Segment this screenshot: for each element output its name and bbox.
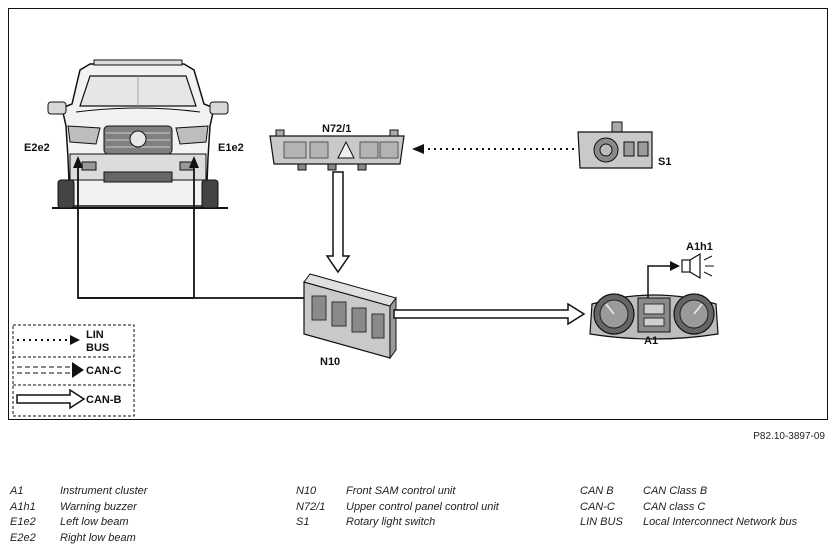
- key-code: E2e2: [10, 531, 36, 544]
- key-description: Upper control panel control unit: [346, 500, 499, 513]
- label-n72-1: N72/1: [322, 123, 351, 135]
- label-a1h1: A1h1: [686, 241, 713, 253]
- wiring-diagram: E2e2 E1e2 N72/1 S1 N10 A1 A1h1 LIN BUS C…: [12, 59, 719, 417]
- diagram-frame: [8, 8, 828, 420]
- key-code: CAN-C: [580, 500, 615, 513]
- key-description: Warning buzzer: [60, 500, 137, 513]
- key-row: LIN BUS Local Interconnect Network bus: [580, 516, 797, 532]
- legend-lin-label-1: LIN: [86, 329, 104, 341]
- key-row: CAN-C CAN class C: [580, 501, 797, 517]
- upper-control-panel-n72-1: [269, 129, 405, 171]
- label-a1: A1: [644, 335, 658, 347]
- key-code: CAN B: [580, 485, 614, 497]
- figure-reference: P82.10-3897-09: [753, 431, 825, 442]
- label-e2e2: E2e2: [24, 142, 50, 154]
- legend-can-b-swatch: [16, 388, 86, 410]
- key-code: E1e2: [10, 516, 36, 528]
- legend: LIN BUS CAN-C CAN-B: [12, 324, 135, 417]
- key-description: Local Interconnect Network bus: [643, 516, 798, 528]
- key-row: E1e2 Left low beam: [10, 516, 147, 532]
- key-description: Left low beam: [60, 516, 129, 528]
- key-row: S1 Rotary light switch: [296, 516, 499, 532]
- warning-buzzer-a1h1: [681, 252, 714, 280]
- key-row: A1 Instrument cluster: [10, 485, 147, 501]
- key-code: N72/1: [296, 500, 326, 513]
- legend-can-b-label: CAN-B: [86, 394, 121, 406]
- key-description: Right low beam: [60, 531, 136, 544]
- key-description: CAN class C: [643, 500, 706, 513]
- signal-lines: [73, 144, 680, 326]
- front-sam-control-unit-n10: [303, 273, 397, 360]
- key-row: E2e2 Right low beam: [10, 532, 147, 548]
- key-row: CAN B CAN Class B: [580, 485, 797, 501]
- label-e1e2: E1e2: [218, 142, 244, 154]
- instrument-cluster-a1: [589, 293, 719, 340]
- vehicle-front-illustration: [47, 59, 229, 209]
- key-description: Front SAM control unit: [346, 485, 456, 497]
- key-row: N10 Front SAM control unit: [296, 485, 499, 501]
- key-code: A1: [10, 485, 24, 497]
- key-code: LIN BUS: [580, 516, 623, 528]
- key-description: Rotary light switch: [346, 516, 436, 528]
- legend-can-c-label: CAN-C: [86, 365, 121, 377]
- label-s1: S1: [658, 156, 671, 168]
- key-code: A1h1: [10, 500, 36, 513]
- label-n10: N10: [320, 356, 340, 368]
- key-row: N72/1 Upper control panel control unit: [296, 501, 499, 517]
- key-row: A1h1 Warning buzzer: [10, 501, 147, 517]
- rotary-light-switch-s1: [577, 121, 653, 169]
- key-description: Instrument cluster: [60, 485, 148, 497]
- legend-lin-label-2: BUS: [86, 342, 109, 354]
- key-code: N10: [296, 485, 317, 497]
- key-code: S1: [296, 516, 310, 528]
- key-description: CAN Class B: [643, 485, 708, 497]
